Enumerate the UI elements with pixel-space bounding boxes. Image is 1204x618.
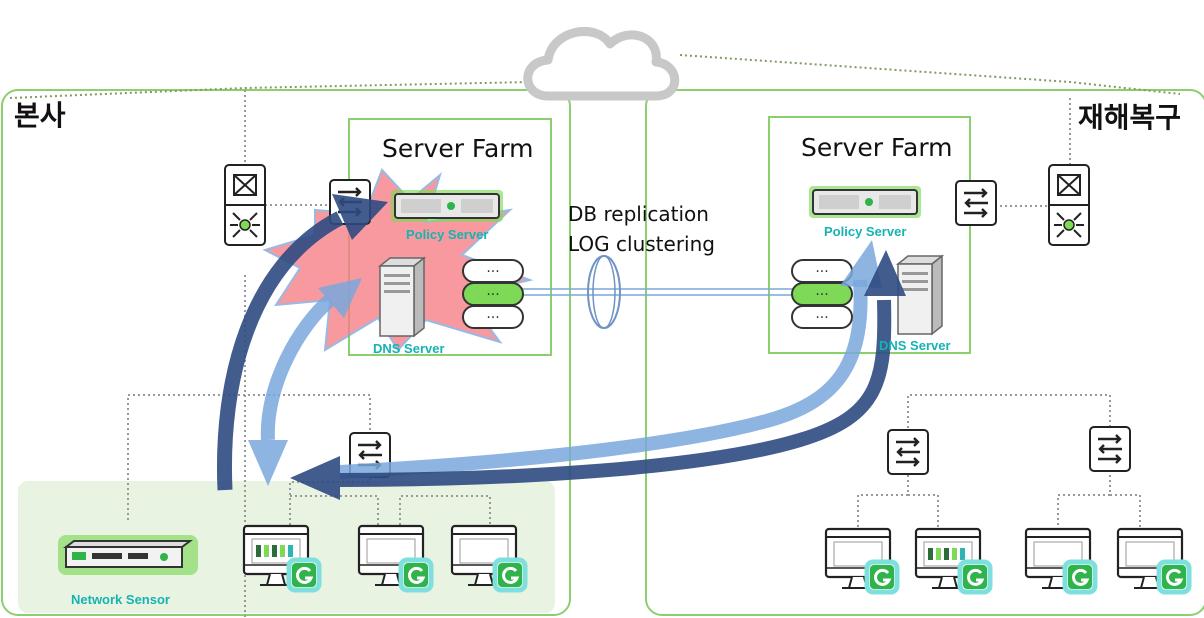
wan-link-hq [9,81,531,99]
dr-access-switch-2-icon [1088,425,1132,473]
hq-policy-server-label: Policy Server [406,227,489,242]
replication-text-line2: LOG clustering [568,232,715,256]
dr-database-icon [791,259,853,329]
dr-server-farm-title: Server Farm [801,133,953,162]
dr-policy-to-hq-arrowhead-top [864,250,906,296]
dr-policy-to-hq-arrowhead-left [290,456,340,500]
dr-farm-switch-icon [954,179,998,227]
network-sensor-icon [58,535,198,575]
hq-core-switch-icon [224,164,266,246]
dr-core-switch-icon [1048,164,1090,246]
hq-dns-failover-arrow [260,294,335,441]
hq-database-icon [462,259,524,329]
dr-dns-to-hq-arrowhead [840,240,882,288]
hq-server-farm-title: Server Farm [382,134,534,163]
dr-policy-server-label: Policy Server [824,224,907,239]
hq-dns-server-label: DNS Server [373,341,445,356]
hq-sensor-to-policy-arrowhead [332,194,388,240]
hq-site-title: 본사 [14,99,66,132]
hq-dns-server-icon [379,257,425,337]
dr-wiring [857,95,1141,527]
hq-sensor-to-policy-arrow [217,211,344,491]
dr-policy-to-hq-arrow [339,299,892,487]
hq-pc-1-icon [242,524,310,587]
replication-link [510,255,795,329]
dr-site-title: 재해복구 [1078,101,1182,134]
dr-dns-server-label: DNS Server [879,338,951,353]
hq-dns-failover-arrowhead-bottom [248,440,288,486]
replication-text-line1: DB replication [568,202,709,226]
dr-site-area [645,89,1204,616]
hq-policy-server-icon [390,189,504,223]
dr-policy-server-icon [808,185,922,219]
dr-pc-3-agent-icon [1065,562,1095,592]
hq-dns-failover-arrowhead-top [318,278,362,318]
dr-access-switch-1-icon [886,428,930,476]
dr-pc-1-agent-icon [867,562,897,592]
wan-link-dr [679,54,1181,95]
hq-pc-3-agent-icon [495,560,525,590]
hq-pc-1-agent-icon [289,560,319,590]
dr-pc-4-agent-icon [1159,562,1189,592]
hq-site-area [1,89,571,616]
cloud-icon [523,27,680,101]
dr-pc-2-agent-icon [960,562,990,592]
network-sensor-label: Network Sensor [71,592,170,607]
dr-dns-to-hq-arrow [339,279,868,479]
hq-pc-2-agent-icon [401,560,431,590]
dr-pc-2-icon [914,527,982,590]
